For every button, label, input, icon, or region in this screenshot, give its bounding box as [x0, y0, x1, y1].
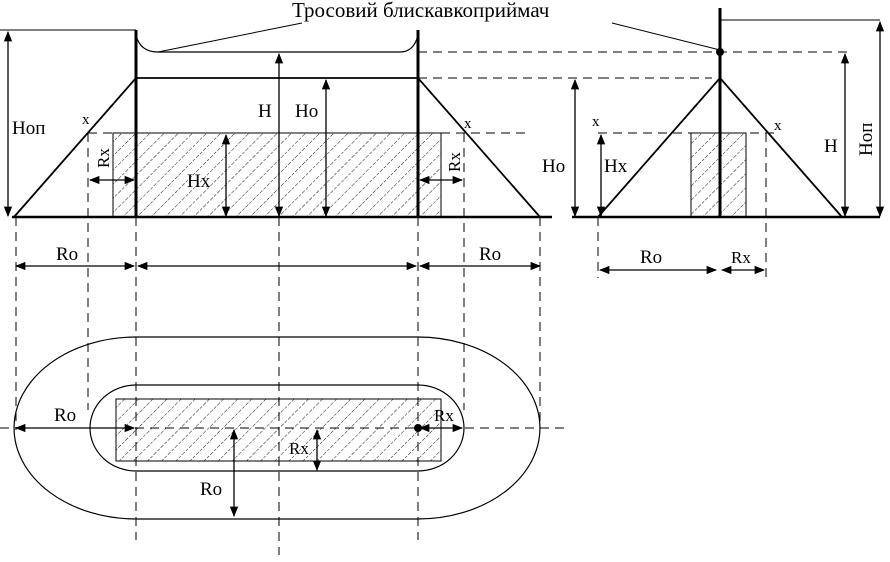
- ho-label-right: Нo: [542, 156, 565, 177]
- h-label-left: Н: [258, 101, 272, 122]
- h-label-right: Н: [824, 136, 838, 157]
- title-leaders: [157, 22, 721, 53]
- protected-object-plan: [115, 398, 442, 462]
- ro-label-plan-a: Ro: [54, 405, 76, 426]
- cable-sag: [135, 34, 419, 53]
- rx-label-left-a: Rx: [94, 148, 113, 168]
- rx-label-left-b: Rx: [445, 152, 464, 172]
- hx-label-right: Нx: [604, 156, 628, 177]
- rod-protection-zone: [597, 76, 843, 218]
- hx-label-left: Нx: [187, 171, 211, 192]
- x-mark-right-b: x: [774, 118, 782, 134]
- x-mark-right-a: x: [592, 114, 600, 130]
- rx-label-plan-b: Rx: [289, 439, 309, 458]
- rx-label-rod: Rx: [731, 248, 751, 267]
- x-mark-left-b: x: [464, 116, 472, 132]
- ro-label-plan-b: Ro: [200, 479, 222, 500]
- ro-label-left-a: Ro: [56, 244, 78, 265]
- protected-object-elevation: [112, 132, 442, 218]
- diagram-title: Тросовий блискавкоприймач: [292, 0, 550, 22]
- cable-elevation-view: Нoп Н Нo Нx x x Rx Rx Ro Ro: [0, 29, 552, 271]
- hop-label-right: Нoп: [856, 123, 877, 156]
- ro-label-rod: Ro: [640, 247, 662, 268]
- x-mark-left-a: x: [82, 112, 90, 128]
- plan-zone-ro: [13, 336, 541, 520]
- ho-label-left: Нo: [295, 101, 318, 122]
- ro-label-left-b: Ro: [479, 244, 501, 265]
- plan-zone-rx: [89, 384, 465, 472]
- rx-label-plan-a: Rx: [434, 406, 454, 425]
- projection-guides: [15, 133, 541, 555]
- plan-view: Ro Ro Rx Rx: [0, 336, 568, 520]
- rod-elevation-view: x x Нo Нx Н Нoп Ro Rx: [418, 8, 885, 278]
- hop-label-left: Нoп: [12, 118, 45, 139]
